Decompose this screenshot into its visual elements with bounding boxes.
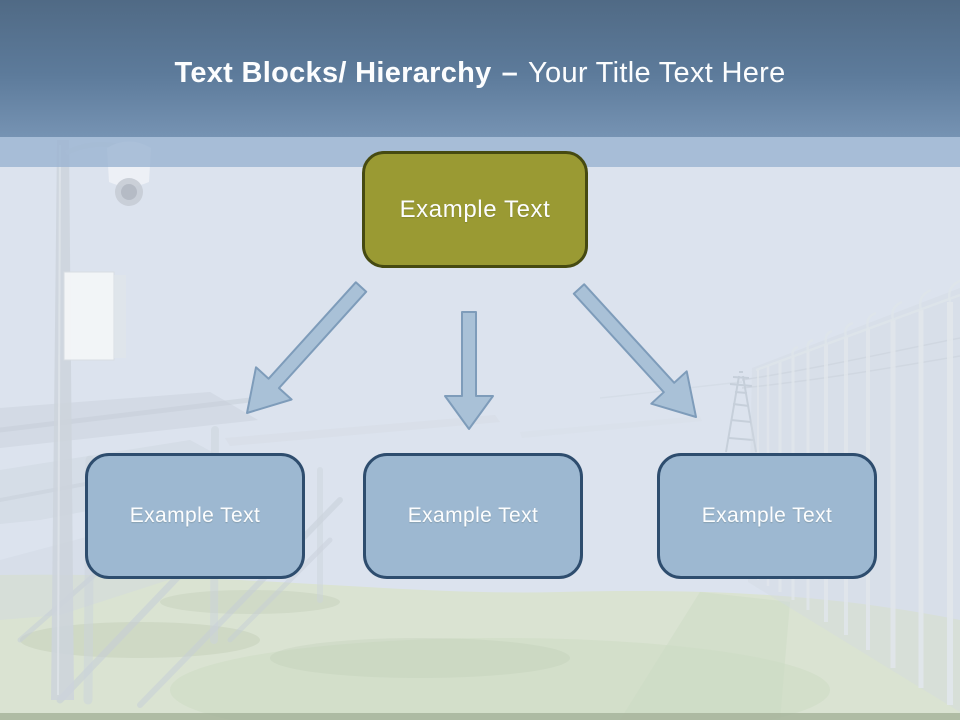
child-text-block-3: Example Text: [657, 453, 877, 579]
child-text-block-2: Example Text: [363, 453, 583, 579]
arrow-down-icon: [444, 311, 494, 430]
child-text-block-3-label: Example Text: [701, 504, 833, 527]
slide-title-regular: Your Title Text Here: [528, 57, 786, 89]
slide-header: Text Blocks/ Hierarchy–Your Title Text H…: [0, 0, 960, 137]
child-text-block-2-label: Example Text: [407, 504, 539, 527]
root-text-block: Example Text: [362, 151, 588, 268]
slide-title-dash: –: [501, 57, 519, 89]
slide-title-bold: Text Blocks/ Hierarchy: [174, 57, 492, 89]
power-pylon: [725, 371, 757, 453]
arrow-down-left-icon: [246, 281, 368, 414]
arrow-down-right-icon: [572, 283, 697, 418]
control-cabinet: [63, 271, 126, 361]
grass: [0, 574, 960, 720]
child-text-block-1-label: Example Text: [129, 504, 261, 527]
bottom-strip: [0, 713, 960, 720]
slide-title: Text Blocks/ Hierarchy–Your Title Text H…: [174, 57, 785, 90]
child-text-block-1: Example Text: [85, 453, 305, 579]
root-text-block-label: Example Text: [399, 195, 551, 223]
